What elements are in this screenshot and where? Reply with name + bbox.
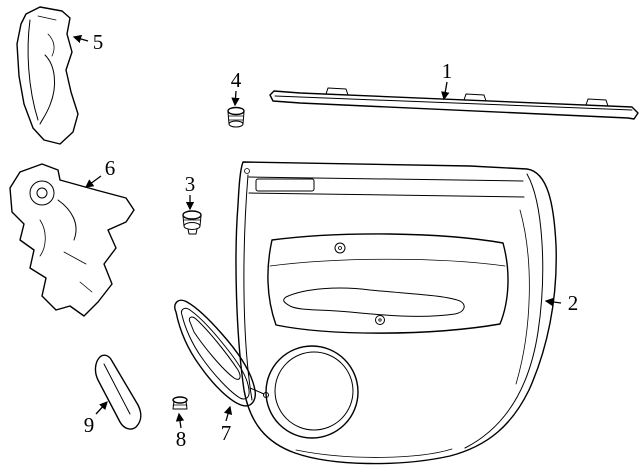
lower-bracket-contour-3 bbox=[39, 219, 46, 257]
armrest-clip-hole-center bbox=[338, 246, 342, 250]
callout-2-label: 2 bbox=[568, 291, 579, 315]
callout-1-label: 1 bbox=[442, 59, 453, 83]
door-panel-inner-right-edge bbox=[464, 173, 544, 449]
armrest-upper-seam bbox=[269, 258, 506, 267]
pull-handle-slot bbox=[188, 316, 241, 380]
clip-body bbox=[227, 111, 245, 125]
callout-9: 9 bbox=[84, 401, 108, 437]
lower-bracket-boss-outer bbox=[29, 180, 55, 206]
armrest-insert-outline bbox=[267, 233, 509, 334]
callout-5-arrow bbox=[72, 34, 89, 44]
callout-5-label: 5 bbox=[93, 30, 104, 54]
pull-cup-screw-hole bbox=[375, 315, 385, 325]
part-belt-molding bbox=[269, 87, 639, 120]
callout-2-arrow bbox=[544, 297, 562, 307]
part-trim-strip bbox=[94, 354, 142, 430]
callout-7-arrow bbox=[223, 405, 233, 422]
trim-strip-inner-line bbox=[103, 363, 131, 415]
callout-1: 1 bbox=[441, 59, 453, 101]
callout-5: 5 bbox=[72, 30, 104, 54]
callout-6-arrow bbox=[84, 175, 102, 188]
callout-4-label: 4 bbox=[231, 68, 242, 92]
pull-cup-screw-center bbox=[378, 318, 382, 322]
callout-4: 4 bbox=[231, 68, 242, 107]
door-panel-outline bbox=[235, 161, 557, 465]
pull-handle-stud-head bbox=[263, 392, 269, 398]
belt-molding-clip-3 bbox=[585, 98, 609, 107]
callout-9-label: 9 bbox=[84, 413, 95, 437]
belt-molding-outline bbox=[269, 90, 639, 120]
door-panel-corner-screw-hole bbox=[244, 168, 250, 174]
grommet-stem bbox=[187, 228, 198, 235]
callout-3: 3 bbox=[185, 172, 196, 211]
door-panel-switch-bezel bbox=[255, 178, 315, 192]
callout-2: 2 bbox=[544, 291, 579, 315]
pull-handle-stud bbox=[249, 387, 265, 395]
part-lower-trim-bracket bbox=[9, 163, 135, 317]
push-pin-head bbox=[172, 396, 188, 404]
callout-6: 6 bbox=[84, 156, 116, 188]
callout-4-arrow bbox=[231, 90, 240, 107]
clip-head bbox=[227, 106, 245, 116]
belt-molding-inner-line bbox=[274, 95, 633, 111]
callout-1-arrow bbox=[441, 81, 450, 101]
grommet-head bbox=[182, 210, 202, 220]
part-pull-handle-bracket bbox=[174, 299, 269, 407]
part-grommet bbox=[182, 210, 202, 235]
lower-bracket-contour-1 bbox=[57, 199, 77, 241]
part-push-pin bbox=[172, 396, 188, 410]
upper-bracket-slot bbox=[37, 15, 57, 21]
trim-strip-outline bbox=[94, 354, 142, 430]
clip-base bbox=[228, 120, 244, 128]
speaker-grille-inner bbox=[274, 351, 354, 431]
door-panel-top-band-lower bbox=[248, 192, 525, 198]
upper-bracket-outline bbox=[16, 6, 79, 145]
armrest-clip-hole bbox=[334, 242, 346, 254]
callout-3-label: 3 bbox=[185, 172, 196, 196]
upper-bracket-ridge bbox=[47, 33, 55, 57]
part-upper-trim-bracket bbox=[16, 6, 79, 145]
lower-bracket-boss-inner bbox=[36, 187, 48, 199]
part-door-trim-panel bbox=[235, 161, 557, 465]
callout-7: 7 bbox=[221, 405, 233, 445]
belt-molding-clip-2 bbox=[463, 93, 487, 102]
part-retainer-clip bbox=[227, 106, 245, 128]
upper-bracket-inner-contour bbox=[27, 19, 39, 121]
pull-handle-outline bbox=[174, 299, 256, 407]
grommet-body bbox=[182, 215, 202, 227]
callout-8-arrow bbox=[175, 412, 185, 429]
callout-8: 8 bbox=[175, 412, 187, 451]
pull-handle-inner-rim bbox=[181, 307, 250, 400]
door-panel-top-band-upper bbox=[248, 176, 524, 182]
callout-7-label: 7 bbox=[221, 421, 232, 445]
door-panel-bottom-contour bbox=[295, 448, 453, 458]
lower-bracket-contour-2 bbox=[63, 251, 87, 265]
callout-9-arrow bbox=[95, 401, 108, 415]
grommet-base bbox=[183, 222, 201, 230]
lower-bracket-contour-4 bbox=[79, 281, 93, 293]
belt-molding-clip-1 bbox=[325, 87, 349, 96]
door-panel-rolled-edge bbox=[515, 209, 530, 385]
lower-bracket-outline bbox=[9, 163, 135, 317]
callout-8-label: 8 bbox=[176, 427, 187, 451]
door-panel-inner-left-edge bbox=[243, 174, 253, 401]
speaker-grille-outer bbox=[265, 345, 359, 439]
door-pull-cup-outline bbox=[283, 287, 465, 317]
callout-6-label: 6 bbox=[105, 156, 116, 180]
upper-bracket-center-detail bbox=[39, 54, 56, 125]
